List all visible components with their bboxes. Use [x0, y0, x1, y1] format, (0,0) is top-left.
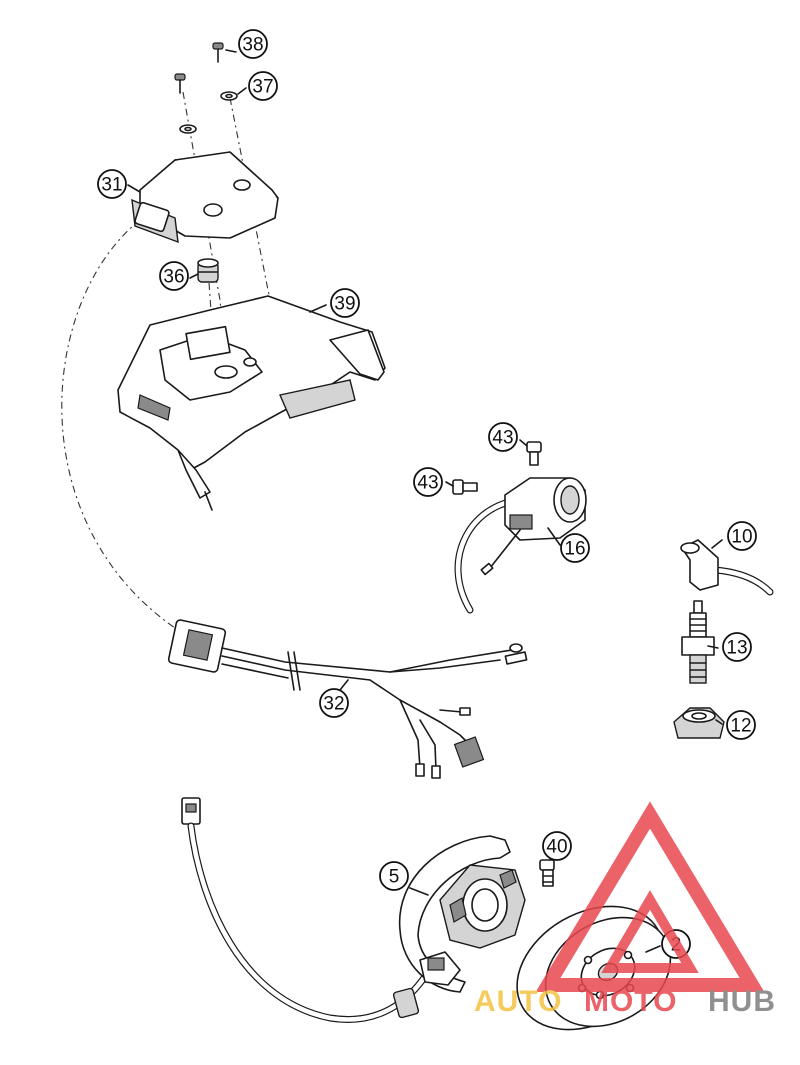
stator-5 [398, 835, 526, 993]
callout-43-lower: 43 [413, 467, 443, 497]
callout-38-label: 38 [242, 35, 263, 56]
callout-31: 31 [97, 169, 127, 199]
callout-40-label: 40 [546, 837, 567, 858]
callout-37: 37 [248, 71, 278, 101]
callout-10: 10 [727, 521, 757, 551]
callout-10-label: 10 [731, 527, 752, 548]
holder-bracket-39 [117, 295, 386, 511]
grommet-36 [197, 258, 219, 283]
wiring-harness-32 [167, 619, 528, 779]
callout-13-label: 13 [726, 638, 747, 659]
watermark-word-auto: AUTO [474, 985, 562, 1018]
screw-38 [212, 42, 224, 63]
callout-12: 12 [726, 710, 756, 740]
stator-cable [181, 797, 432, 1023]
spark-plug-cap-10 [680, 539, 774, 596]
callout-43-lower-label: 43 [417, 473, 438, 494]
callout-32: 32 [319, 688, 349, 718]
bolt-40 [539, 859, 555, 887]
callout-43-upper: 43 [488, 422, 518, 452]
bolt-43-upper [526, 441, 542, 466]
spark-plug-13 [681, 600, 715, 684]
callout-13: 13 [722, 632, 752, 662]
callout-40: 40 [542, 831, 572, 861]
callout-32-label: 32 [323, 694, 344, 715]
sealing-ring-12 [673, 707, 725, 739]
callout-43-upper-label: 43 [492, 428, 513, 449]
callout-16: 16 [560, 533, 590, 563]
callout-5-label: 5 [389, 867, 400, 888]
bolt-43-lower [452, 479, 478, 495]
callout-5: 5 [379, 861, 409, 891]
callout-16-label: 16 [564, 539, 585, 560]
callout-12-label: 12 [730, 716, 751, 737]
callout-39-label: 39 [334, 294, 355, 315]
callout-39: 39 [330, 288, 360, 318]
watermark-word-hub: HUB [708, 985, 776, 1018]
watermark-word-moto: MOTO [584, 985, 677, 1018]
watermark: AUTO MOTO HUB [474, 801, 776, 1018]
screw-left [174, 73, 186, 94]
watermark-logo [535, 801, 765, 992]
callout-31-label: 31 [101, 175, 122, 196]
callout-36: 36 [159, 261, 189, 291]
cdi-unit-31 [131, 151, 279, 244]
washer-37 [220, 91, 238, 101]
callout-37-label: 37 [252, 77, 273, 98]
washer-left [179, 124, 197, 134]
ignition-coil-16 [454, 477, 587, 614]
callout-36-label: 36 [163, 267, 184, 288]
callout-38: 38 [238, 29, 268, 59]
